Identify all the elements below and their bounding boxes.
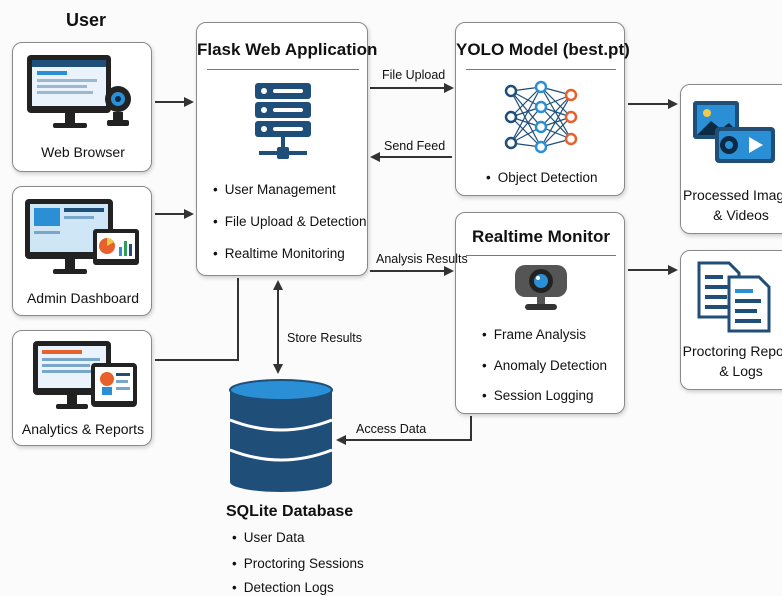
- database-cylinder-icon: [229, 379, 333, 492]
- yolo-item-object-detection: Object Detection: [486, 170, 598, 185]
- flask-item-realtime-monitoring: Realtime Monitoring: [213, 246, 345, 261]
- label-analysis-results: Analysis Results: [376, 252, 468, 266]
- processed-media-caption-line1: Processed Images: [683, 187, 782, 203]
- flask-title-divider: [207, 69, 359, 70]
- webcam-icon: [515, 265, 567, 310]
- label-send-feed: Send Feed: [384, 139, 446, 153]
- label-store-results: Store Results: [287, 331, 363, 345]
- yolo-title: YOLO Model (best.pt): [456, 40, 630, 59]
- line-analytics-to-flask: [155, 278, 239, 361]
- proctoring-reports-box: Proctoring Reports & Logs: [680, 250, 782, 390]
- admin-dashboard-box: Admin Dashboard: [12, 186, 152, 316]
- label-access-data: Access Data: [356, 422, 427, 436]
- label-file-upload: File Upload: [382, 68, 446, 82]
- flask-item-file-upload: File Upload & Detection: [213, 214, 367, 229]
- monitor-title: Realtime Monitor: [472, 227, 610, 246]
- proctoring-reports-caption-line1: Proctoring Reports: [682, 343, 782, 359]
- admin-dashboard-caption: Admin Dashboard: [26, 290, 140, 306]
- realtime-monitor-box: Realtime Monitor Frame Analysis Anomaly …: [455, 212, 625, 414]
- dashboard-monitor-icon: [25, 199, 139, 274]
- database-item-proctoring-sessions: Proctoring Sessions: [232, 556, 364, 571]
- processed-media-caption-line2: & Videos: [713, 207, 769, 223]
- user-heading: User: [66, 10, 107, 30]
- neural-network-icon: [504, 80, 578, 154]
- database-title: SQLite Database: [226, 503, 354, 520]
- server-icon: [255, 83, 311, 159]
- monitor-item-frame-analysis: Frame Analysis: [482, 327, 586, 342]
- monitor-item-session-logging: Session Logging: [482, 388, 594, 403]
- image-video-icon: [693, 101, 775, 163]
- flask-item-user-management: User Management: [213, 182, 336, 197]
- yolo-model-box: YOLO Model (best.pt) Object Detection: [455, 22, 630, 196]
- proctoring-reports-caption-line2: & Logs: [719, 363, 763, 379]
- web-browser-box: Web Browser: [12, 42, 152, 172]
- flask-title: Flask Web Application: [197, 40, 378, 59]
- yolo-title-divider: [466, 69, 616, 70]
- database-item-user-data: User Data: [232, 530, 305, 545]
- browser-monitor-icon: [27, 55, 131, 128]
- analytics-caption: Analytics & Reports: [21, 421, 145, 437]
- flask-app-box: Flask Web Application User Management Fi…: [196, 22, 378, 276]
- arrow-access-data: [336, 416, 472, 445]
- analytics-reports-box: Analytics & Reports: [12, 330, 152, 446]
- monitor-title-divider: [466, 255, 616, 256]
- monitor-item-anomaly-detection: Anomaly Detection: [482, 358, 607, 373]
- report-documents-icon: [697, 261, 771, 333]
- analytics-monitor-icon: [33, 341, 137, 409]
- web-browser-caption: Web Browser: [41, 144, 125, 160]
- processed-media-box: Processed Images & Videos: [680, 84, 782, 234]
- database-item-detection-logs: Detection Logs: [232, 580, 334, 595]
